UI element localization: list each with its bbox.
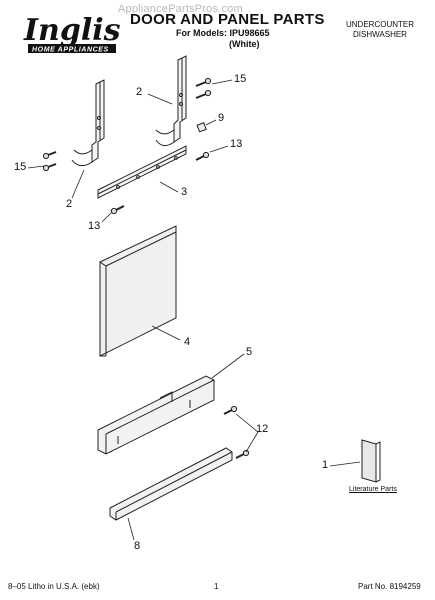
page-title: DOOR AND PANEL PARTS	[130, 11, 325, 28]
clip-9	[196, 122, 207, 133]
door-bracket-left	[71, 79, 105, 167]
callout-2-left: 2	[66, 198, 73, 210]
color-variant: (White)	[229, 39, 260, 49]
toe-panel-5	[97, 375, 215, 455]
callout-9: 9	[218, 112, 225, 124]
brand-logo: Inglis HOME APPLIANCES	[22, 10, 172, 64]
callout-leaders	[27, 79, 361, 541]
screw-13-left	[110, 205, 125, 215]
door-bracket-right	[155, 55, 187, 147]
callout-2-right: 2	[136, 86, 143, 98]
callout-4: 4	[184, 336, 191, 348]
kick-panel-8	[109, 447, 233, 521]
watermark: AppliancePartsPros.com	[118, 3, 243, 15]
callout-5: 5	[246, 346, 253, 358]
brand-logo-sub: HOME APPLIANCES	[32, 47, 109, 54]
screw-12	[223, 405, 250, 459]
appliance-type-line1: UNDERCOUNTER	[346, 20, 414, 29]
door-panel-4	[99, 225, 177, 357]
callout-13-left: 13	[88, 220, 101, 232]
callout-8: 8	[134, 540, 141, 552]
screw-15-right	[195, 77, 212, 99]
model-line: For Models: IPU98665	[176, 28, 270, 38]
door-rail-3	[97, 145, 187, 199]
appliance-type: UNDERCOUNTER DISHWASHER	[338, 20, 422, 40]
brand-logo-word: Inglis	[23, 13, 121, 48]
appliance-type-line2: DISHWASHER	[353, 30, 407, 39]
callout-15-right: 15	[234, 73, 247, 85]
callout-3: 3	[181, 186, 188, 198]
callout-1: 1	[322, 459, 329, 471]
literature-parts-booklet	[361, 439, 381, 483]
callout-13-right: 13	[230, 138, 243, 150]
footer-print-info: 8–05 Litho in U.S.A. (ebk)	[8, 582, 100, 591]
footer-part-number: Part No. 8194259	[358, 582, 421, 591]
callout-12: 12	[256, 423, 269, 435]
screw-13-right	[195, 151, 210, 161]
footer-page-number: 1	[214, 582, 219, 591]
callout-15-left: 15	[14, 161, 27, 173]
screw-15-left	[42, 151, 57, 172]
literature-parts-label: Literature Parts	[349, 486, 397, 493]
